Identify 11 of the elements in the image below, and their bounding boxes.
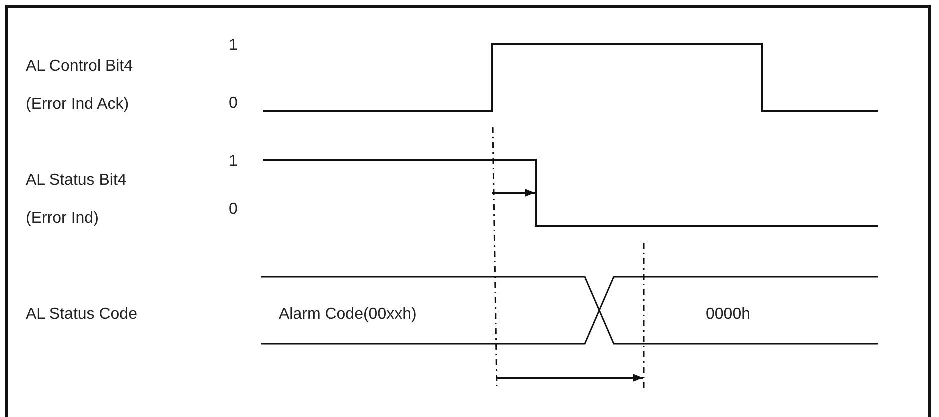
bus-value-label: Alarm Code(00xxh) xyxy=(279,306,417,324)
bus-value-label: 0000h xyxy=(706,306,750,324)
level-label: 0 xyxy=(229,201,238,219)
level-label: 0 xyxy=(229,95,238,113)
level-label: 1 xyxy=(229,37,238,55)
signal-label: (Error Ind) xyxy=(26,210,99,228)
signal-label: (Error Ind Ack) xyxy=(26,96,130,114)
signal-label: AL Status Code xyxy=(26,306,138,324)
level-label: 1 xyxy=(229,153,238,171)
signal-label: AL Status Bit4 xyxy=(26,172,127,190)
signal-label: AL Control Bit4 xyxy=(26,58,134,76)
